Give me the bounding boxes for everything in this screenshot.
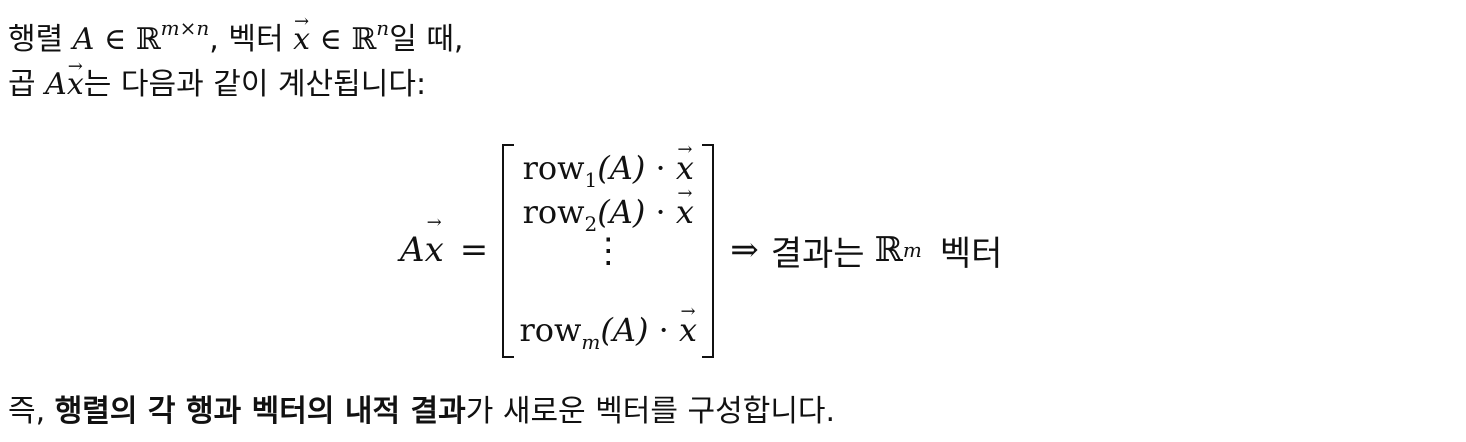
- conclusion-prefix: 즉,: [8, 394, 46, 429]
- result-dimension: m: [902, 238, 922, 262]
- implies-arrow: ⇒: [730, 230, 759, 270]
- equation-lhs: Ax =: [400, 230, 488, 270]
- product-matrix-symbol: A: [45, 67, 67, 102]
- equals-sign: =: [459, 230, 489, 270]
- intro-suffix: 일 때,: [389, 22, 464, 57]
- lhs-vector-symbol: x: [425, 230, 444, 270]
- result-vector-word: 벡터: [939, 233, 1003, 274]
- matrix-vertical-dots: ⋮: [591, 231, 626, 271]
- column-vector: row1(A) · x row2(A) · x ⋮ rowm(A) · x: [502, 144, 715, 358]
- intro-line-2: 곱 Ax는 다음과 같이 계산됩니다:: [8, 65, 426, 105]
- product-word: 곱: [8, 67, 36, 102]
- comma: ,: [209, 22, 219, 57]
- reals-symbol: ℝ: [135, 22, 161, 57]
- element-of-symbol: ∈: [103, 22, 127, 57]
- conclusion-bold: 행렬의 각 행과 벡터의 내적 결과: [54, 394, 466, 429]
- product-suffix: 는 다음과 같이 계산됩니다:: [83, 67, 427, 102]
- vector-word: 벡터: [228, 22, 284, 57]
- matrix-row-1: row1(A) · x: [518, 150, 698, 198]
- conclusion-suffix: 가 새로운 벡터를 구성합니다.: [465, 394, 836, 429]
- lhs-matrix-symbol: A: [400, 230, 425, 270]
- reals-symbol-2: ℝ: [351, 22, 377, 57]
- result-text: 결과는: [770, 233, 865, 274]
- matrix-row-2: row2(A) · x: [518, 194, 698, 242]
- left-bracket: [502, 144, 515, 358]
- vector-dimension: n: [376, 16, 390, 40]
- element-of-symbol-2: ∈: [319, 22, 342, 57]
- matrix-word: 행렬: [8, 22, 64, 57]
- display-equation: Ax = row1(A) · x row2(A) · x ⋮ rowm(A) ·…: [400, 140, 1002, 360]
- matrix-row-m: rowm(A) · x: [518, 312, 698, 360]
- vector-symbol: x: [293, 20, 310, 60]
- right-bracket: [702, 144, 715, 358]
- product-vector-symbol: x: [67, 65, 84, 105]
- matrix-dimension: m×n: [160, 16, 210, 40]
- conclusion-line: 즉, 행렬의 각 행과 벡터의 내적 결과가 새로운 벡터를 구성합니다.: [8, 392, 835, 432]
- result-reals-symbol: ℝ: [874, 230, 903, 270]
- intro-line-1: 행렬 A ∈ ℝm×n, 벡터 x ∈ ℝn일 때,: [8, 8, 463, 60]
